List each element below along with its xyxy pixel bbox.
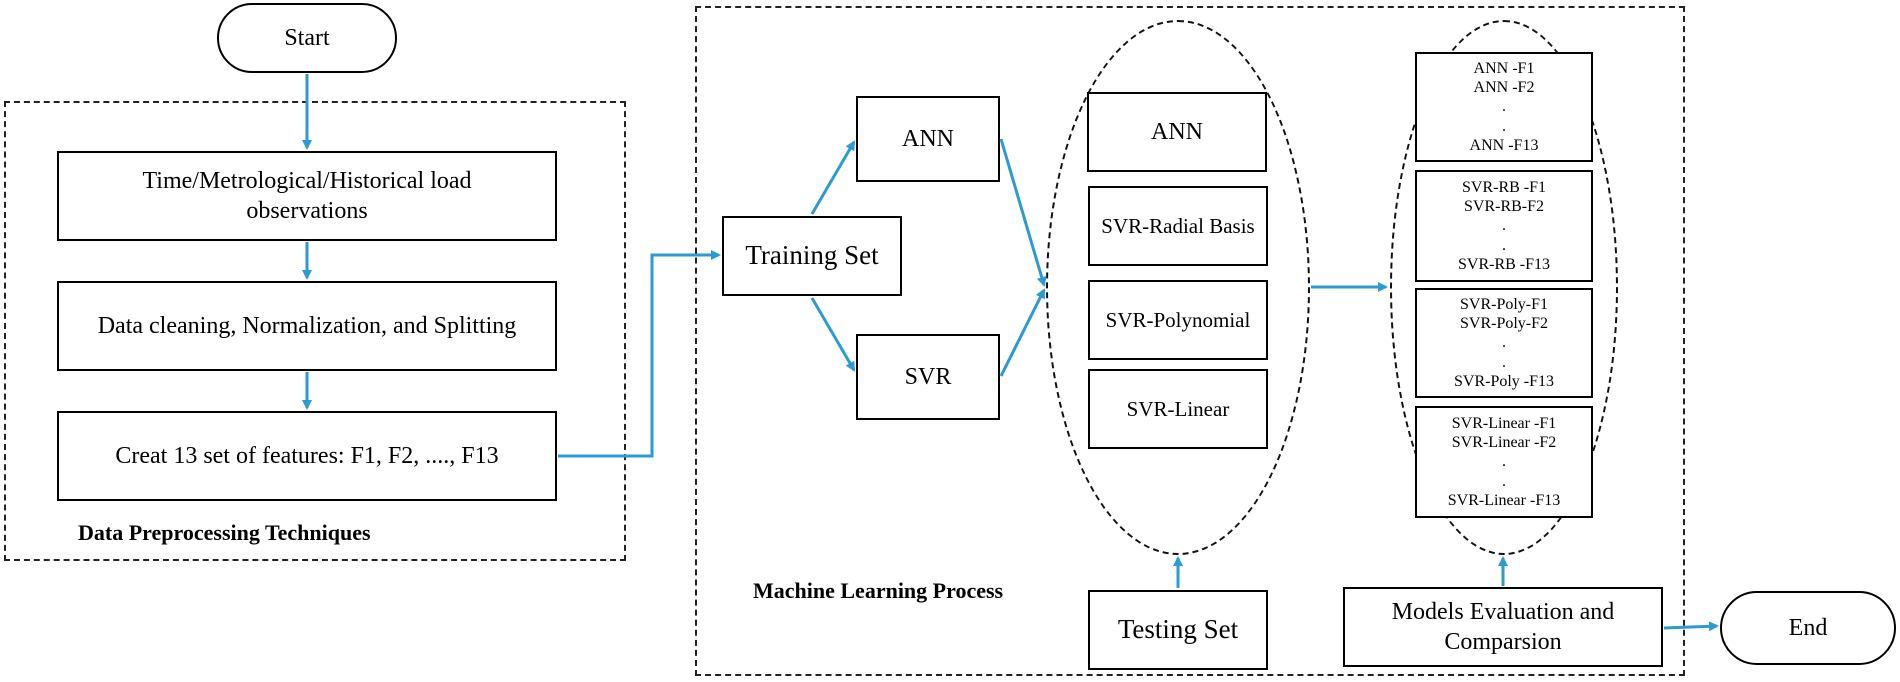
arrow-training-to-svr (810, 297, 856, 372)
arrow-training-to-ann (810, 140, 856, 215)
models-oval (1046, 20, 1310, 555)
result-ann: ANN -F1 ANN -F2 . . ANN -F13 (1415, 52, 1593, 162)
result-line: . (1502, 472, 1506, 490)
results-oval (1390, 20, 1618, 555)
step-features: Creat 13 set of features: F1, F2, ...., … (57, 411, 557, 501)
preprocessing-section (4, 101, 626, 561)
result-line: . (1502, 453, 1506, 471)
start-terminator: Start (217, 3, 397, 73)
end-terminator: End (1720, 591, 1896, 665)
training-set-box: Training Set (722, 216, 902, 296)
result-line: SVR-Poly-F2 (1459, 315, 1549, 333)
svr-box: SVR (856, 334, 1000, 420)
result-line: ANN -F1 (1473, 60, 1535, 78)
result-line: . (1502, 353, 1506, 371)
ml-section (695, 6, 1685, 676)
result-line: SVR-RB -F1 (1461, 179, 1547, 197)
result-line: SVR-Linear -F2 (1451, 434, 1557, 452)
result-line: . (1502, 217, 1506, 235)
result-line: . (1502, 236, 1506, 254)
result-line: SVR-Poly-F1 (1459, 296, 1549, 314)
step-cleaning: Data cleaning, Normalization, and Splitt… (57, 281, 557, 371)
result-line: SVR-Poly -F13 (1453, 372, 1555, 390)
result-line: ANN -F13 (1469, 136, 1539, 154)
result-line: . (1502, 117, 1506, 135)
arrow-features-to-training (558, 250, 721, 458)
ml-title: Machine Learning Process (753, 578, 1004, 603)
model-svr-linear: SVR-Linear (1088, 369, 1268, 449)
ann-box: ANN (856, 96, 1000, 182)
step-observations: Time/Metrological/Historical load observ… (57, 151, 557, 241)
preprocessing-title: Data Preprocessing Techniques (78, 520, 371, 545)
result-line: SVR-RB -F13 (1457, 255, 1551, 273)
result-line: SVR-Linear -F1 (1451, 415, 1557, 433)
model-ann: ANN (1087, 92, 1267, 172)
result-svr-linear: SVR-Linear -F1 SVR-Linear -F2 . . SVR-Li… (1415, 406, 1593, 518)
result-line: . (1502, 334, 1506, 352)
testing-set-box: Testing Set (1088, 590, 1268, 670)
evaluation-box: Models Evaluation and Comparsion (1343, 587, 1663, 667)
result-line: SVR-Linear -F13 (1447, 491, 1561, 509)
result-svr-poly: SVR-Poly-F1 SVR-Poly-F2 . . SVR-Poly -F1… (1415, 288, 1593, 398)
arrow-ann-to-models (999, 138, 1047, 287)
result-svr-rb: SVR-RB -F1 SVR-RB-F2 . . SVR-RB -F13 (1415, 170, 1593, 282)
result-line: . (1502, 98, 1506, 116)
result-line: SVR-RB-F2 (1463, 198, 1545, 216)
arrow-svr-to-models (999, 288, 1046, 377)
arrow-evaluation-to-end (1663, 621, 1719, 632)
model-svr-radial: SVR-Radial Basis (1088, 186, 1268, 266)
result-line: ANN -F2 (1473, 79, 1535, 97)
model-svr-polynomial: SVR-Polynomial (1088, 280, 1268, 360)
